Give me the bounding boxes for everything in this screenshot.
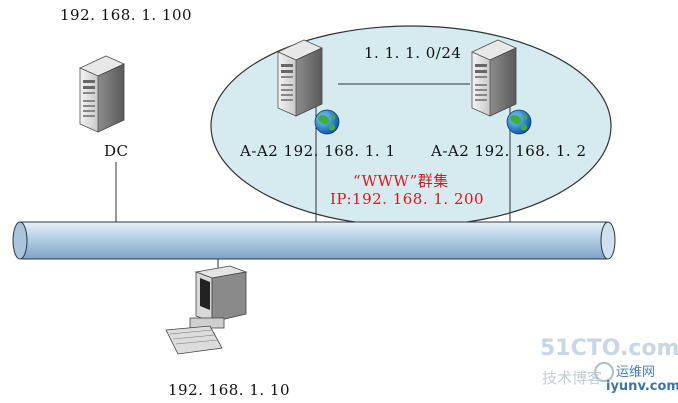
dc-ip-label: 192. 168. 1. 100: [60, 6, 193, 24]
client-ip-label: 192. 168. 1. 10: [168, 381, 290, 399]
node1-label: A-A2 192. 168. 1. 1: [240, 142, 396, 160]
watermark-site-url: iyunv.com: [606, 379, 678, 394]
network-bus: [12, 221, 616, 260]
watermark-brand: 51CTO.com: [540, 336, 678, 361]
subnet-label: 1. 1. 1. 0/24: [364, 44, 462, 62]
node2-globe-icon: [506, 109, 532, 135]
client-desktop-computer-icon: [165, 265, 248, 355]
cluster-ip-label: IP:192. 168. 1. 200: [330, 190, 485, 208]
node1-server-icon: [277, 39, 323, 117]
node1-globe-icon: [314, 109, 340, 135]
dc-name-label: DC: [104, 142, 129, 160]
watermark-tagline: 技术博客: [542, 369, 603, 387]
watermark-site-cn: 运维网: [616, 365, 656, 380]
node2-server-icon: [471, 39, 517, 117]
node2-label: A-A2 192. 168. 1. 2: [431, 142, 587, 160]
cluster-name-label: “WWW”群集: [353, 172, 449, 190]
watermark-logo-icon: [594, 362, 614, 382]
dc-server-icon: [79, 55, 125, 133]
